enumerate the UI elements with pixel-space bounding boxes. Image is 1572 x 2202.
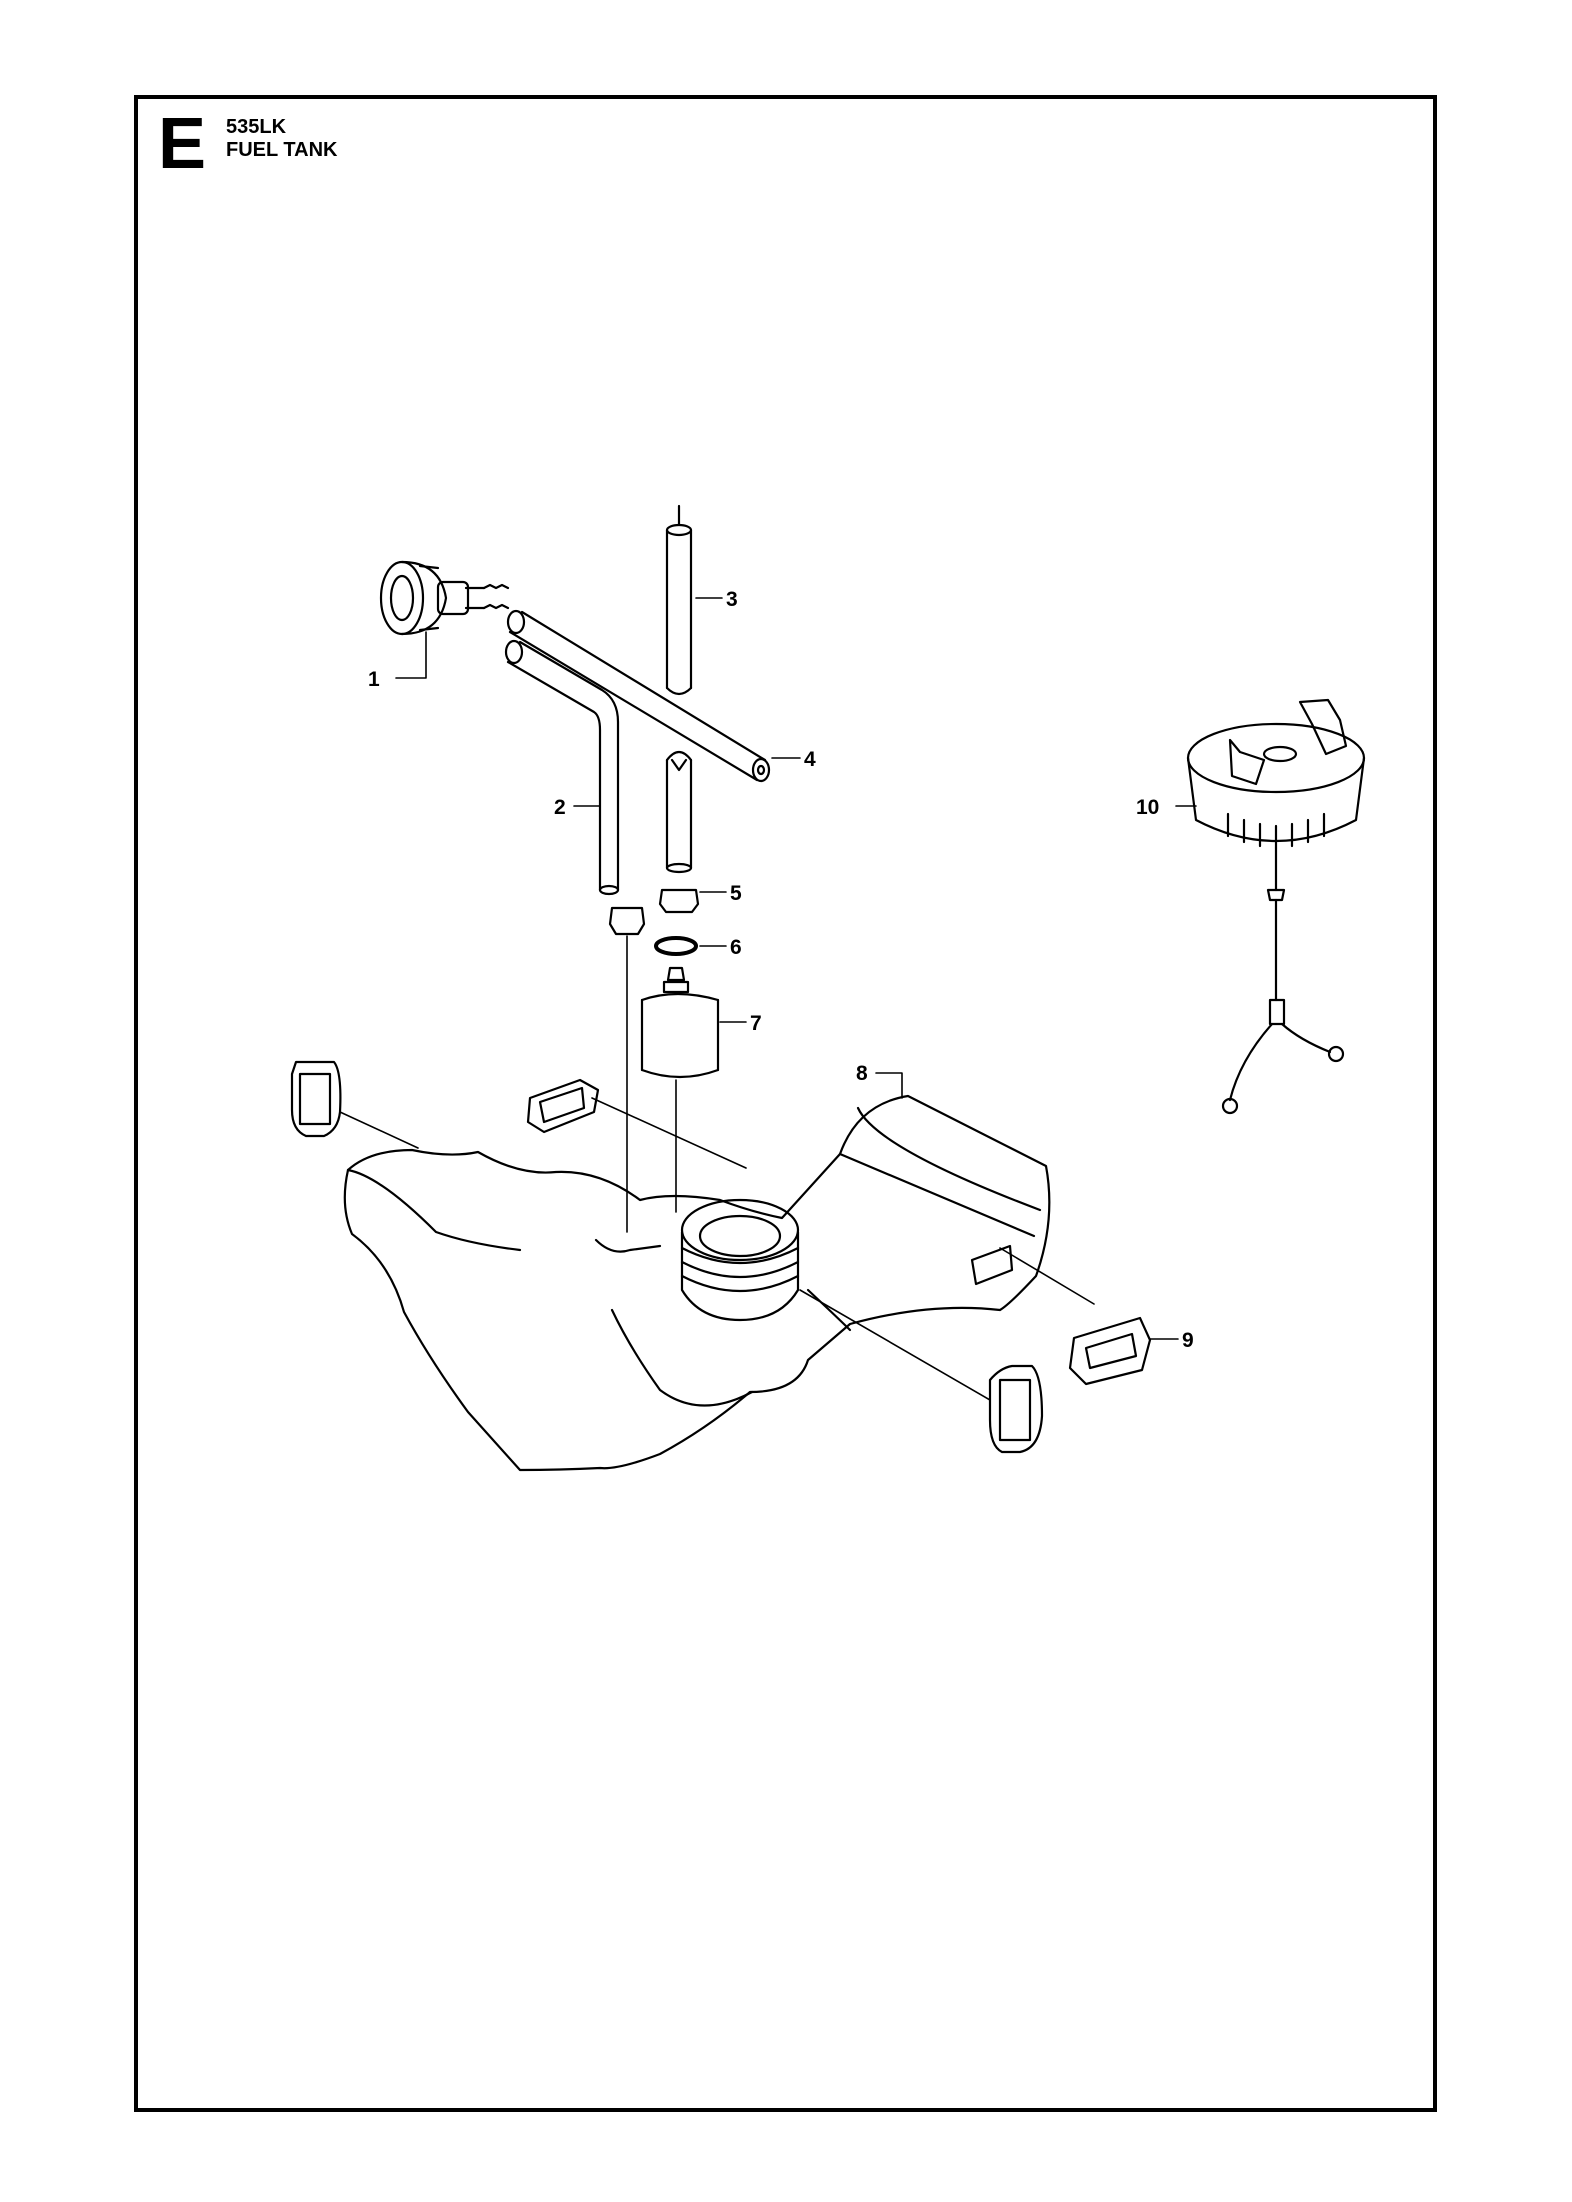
primer-bulb-part bbox=[379, 560, 510, 636]
callout-4: 4 bbox=[804, 748, 816, 771]
assembly-leader-lines bbox=[339, 935, 1095, 1401]
o-ring-part-6 bbox=[654, 936, 698, 956]
callout-5: 5 bbox=[730, 882, 742, 905]
model-number: 535LK bbox=[226, 116, 287, 138]
callout-8: 8 bbox=[856, 1062, 868, 1085]
page-frame bbox=[134, 95, 1437, 2112]
callout-2: 2 bbox=[554, 796, 566, 819]
callout-9: 9 bbox=[1182, 1329, 1194, 1352]
diagram-title: FUEL TANK bbox=[226, 139, 338, 161]
rubber-mount-part-9-d bbox=[1068, 1316, 1152, 1386]
fuel-hose-part-2 bbox=[504, 639, 620, 896]
callout-6: 6 bbox=[730, 936, 742, 959]
callout-leaders bbox=[395, 597, 1197, 1340]
callout-7: 7 bbox=[750, 1012, 762, 1035]
callout-3: 3 bbox=[726, 588, 738, 611]
callout-labels: 1 2 3 4 5 6 7 8 9 10 bbox=[368, 588, 1194, 1352]
fuel-hose-part-4 bbox=[506, 609, 771, 783]
callout-1: 1 bbox=[368, 668, 380, 691]
rubber-mount-part-9-c bbox=[988, 1364, 1044, 1454]
grommet-part-5 bbox=[608, 888, 700, 936]
section-letter: E bbox=[158, 104, 207, 184]
rubber-mount-part-9-a bbox=[290, 1060, 342, 1138]
fuel-cap-part-10 bbox=[1186, 698, 1366, 1115]
fuel-filter-part-7 bbox=[640, 966, 720, 1079]
rubber-mount-part-9-b bbox=[526, 1078, 600, 1134]
fuel-tank-part-8 bbox=[343, 1094, 1051, 1472]
fuel-hose-part-3 bbox=[665, 504, 693, 874]
callout-10: 10 bbox=[1136, 796, 1159, 819]
